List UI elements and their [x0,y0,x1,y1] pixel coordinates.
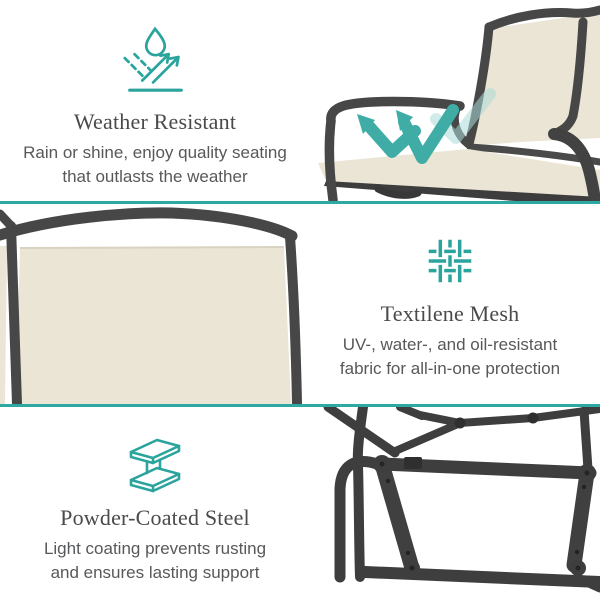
steel-ibeam-icon [126,435,184,495]
steel-body: Light coating prevents rusting and ensur… [43,539,267,583]
glider-bench-with-bounce-arrows-photo [300,0,600,201]
section-steel: Powder-Coated Steel Light coating preven… [0,407,310,600]
seat-back-closeup-photo [0,204,310,404]
section-mesh: Textilene Mesh UV-, water-, and oil-resi… [300,203,600,403]
mesh-body: UV-, water-, and oil-resistant fabric fo… [339,335,561,379]
section-divider-1 [0,201,600,204]
section-weather: Weather Resistant Rain or shine, enjoy q… [0,0,310,200]
textilene-weave-icon [420,231,480,291]
section-divider-2 [0,404,600,407]
weather-title: Weather Resistant [73,109,237,134]
steel-title: Powder-Coated Steel [60,505,250,530]
mesh-title: Textilene Mesh [380,301,520,326]
steel-frame-closeup-photo [300,407,600,600]
rain-bounce-icon [118,25,192,99]
weather-body: Rain or shine, enjoy quality seating tha… [23,143,287,187]
